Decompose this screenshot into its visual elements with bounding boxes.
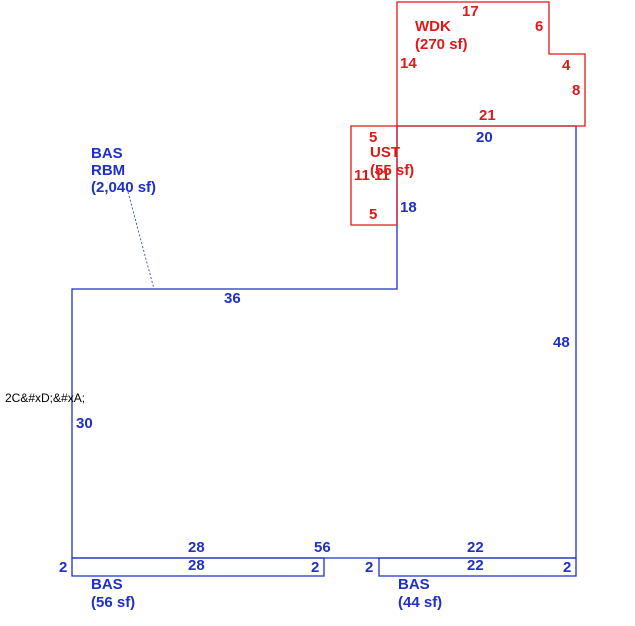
dim-ust-bottom: 5 — [369, 206, 377, 223]
bas-left-outline — [71, 557, 325, 577]
dim-main-bottom-mid: 56 — [314, 539, 331, 556]
bas-left-line: BAS — [91, 576, 123, 593]
dim-bas-right-right: 2 — [563, 559, 571, 576]
main-area-line: RBM — [91, 162, 125, 179]
bas-right-line: (44 sf) — [398, 594, 442, 611]
ust-area-line: (55 sf) — [370, 162, 414, 179]
dim-bas-right-left: 2 — [365, 559, 373, 576]
dim-main-top-right: 20 — [476, 129, 493, 146]
dim-wdk-step: 4 — [562, 57, 571, 74]
wdk-area-line: (270 sf) — [415, 36, 468, 53]
dim-wdk-right-upper: 6 — [535, 18, 543, 35]
dim-bas-left-bottom: 28 — [188, 557, 205, 574]
dim-main-bottom-right: 22 — [467, 539, 484, 556]
wdk-outline — [396, 1, 586, 127]
dim-wdk-left: 14 — [400, 55, 417, 72]
main-area-line: BAS — [91, 145, 123, 162]
dim-bas-left-left: 2 — [59, 559, 67, 576]
main-area-line: (2,040 sf) — [91, 179, 156, 196]
dim-ust-left: 11 — [354, 167, 370, 184]
bas-left-label: BAS (56 sf) — [91, 576, 135, 611]
bas-right-label: BAS (44 sf) — [398, 576, 442, 611]
dim-main-right: 48 — [553, 334, 570, 351]
main-area-leader — [127, 191, 155, 290]
dim-main-top: 36 — [224, 290, 241, 307]
dim-bas-left-right: 2 — [311, 559, 319, 576]
dim-main-bottom-left: 28 — [188, 539, 205, 556]
dim-wdk-right-lower: 8 — [572, 82, 580, 99]
dim-bas-right-bottom: 22 — [467, 557, 484, 574]
sketch-annotation: 2C&#xD;&#xA; — [5, 391, 85, 405]
dim-ust-right: 11 — [374, 167, 390, 184]
ust-outline — [350, 125, 398, 226]
dim-main-left: 30 — [76, 415, 93, 432]
ust-area-line: UST — [370, 144, 400, 161]
bas-right-outline — [378, 557, 577, 577]
dim-wdk-bottom: 21 — [479, 107, 496, 124]
main-area-label: BAS RBM (2,040 sf) — [91, 145, 156, 196]
wdk-area-label: WDK (270 sf) — [415, 18, 468, 53]
wdk-area-line: WDK — [415, 18, 451, 35]
dim-wdk-top: 17 — [462, 3, 479, 20]
bas-left-line: (56 sf) — [91, 594, 135, 611]
ust-area-label: UST (55 sf) — [370, 144, 414, 179]
dim-ust-top: 5 — [369, 129, 377, 146]
bas-right-line: BAS — [398, 576, 430, 593]
dim-main-step: 18 — [400, 199, 417, 216]
